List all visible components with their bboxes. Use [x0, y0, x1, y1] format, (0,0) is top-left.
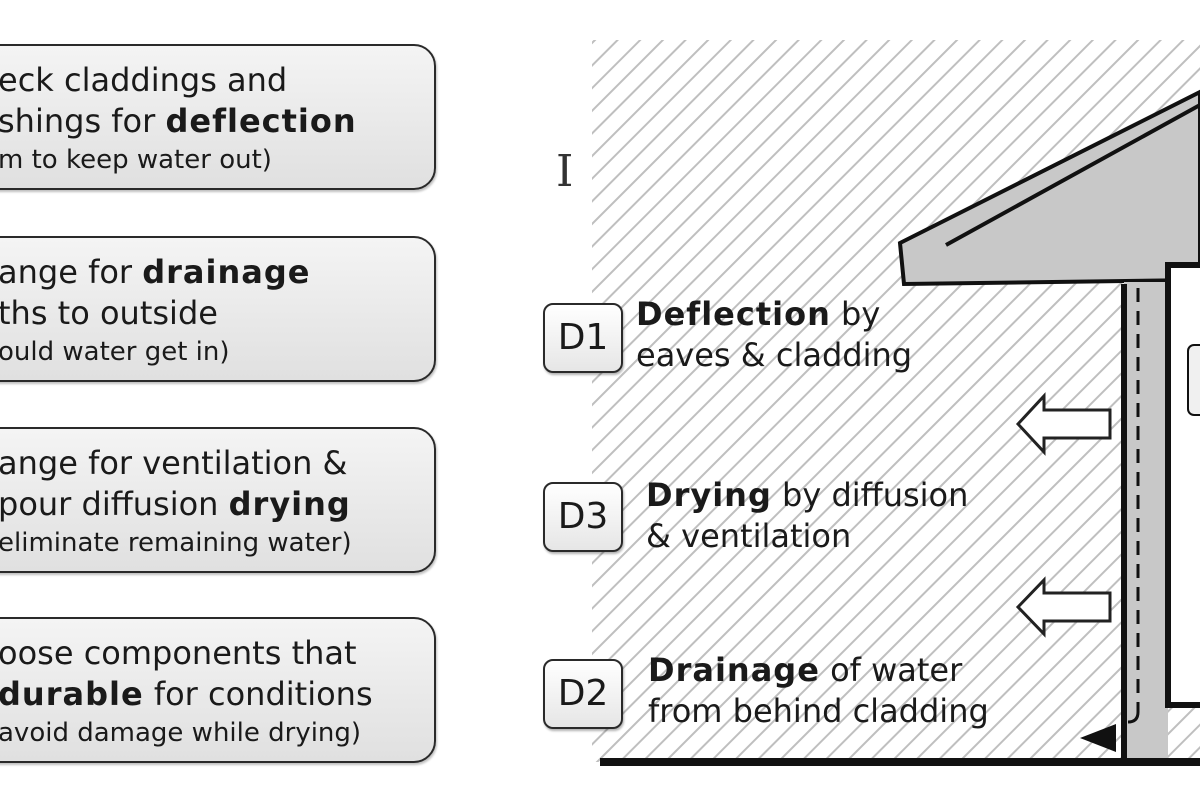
label-keyword: Deflection [636, 295, 831, 333]
step-box-drainage: ange for drainage ths to outside ould wa… [0, 236, 436, 382]
label-text: from behind cladding [648, 692, 989, 730]
step-note: m to keep water out) [0, 145, 272, 175]
step-text: ange for ventilation & [0, 444, 348, 482]
step-note: eliminate remaining water) [0, 528, 352, 558]
step-text: ths to outside [0, 294, 218, 332]
label-text: by diffusion [771, 476, 969, 514]
step-box-drying: ange for ventilation & pour diffusion dr… [0, 427, 436, 573]
badge-d1: D1 [543, 303, 623, 373]
interior-label-box [1187, 344, 1200, 416]
step-box-durability: oose components that durable for conditi… [0, 617, 436, 763]
ventilation-arrow-upper [1015, 392, 1112, 456]
label-text: of water [819, 651, 963, 689]
step-keyword: drainage [142, 253, 311, 291]
step-box-deflection: eck claddings and shings for deflection … [0, 44, 436, 190]
label-text: by [830, 295, 881, 333]
label-text: & ventilation [646, 517, 852, 555]
step-note: avoid damage while drying) [0, 718, 362, 748]
badge-d2: D2 [543, 659, 623, 729]
step-note: ould water get in) [0, 337, 230, 367]
label-text: eaves & cladding [636, 336, 913, 374]
cavity-bend [1127, 711, 1140, 724]
step-keyword: durable [0, 675, 144, 713]
step-text: for conditions [143, 675, 373, 713]
step-text: ange for [0, 253, 143, 291]
label-drainage: Drainage of water from behind cladding [648, 650, 989, 732]
ventilation-arrow-lower [1015, 576, 1112, 638]
label-deflection: Deflection by eaves & cladding [636, 294, 912, 376]
label-keyword: Drying [646, 476, 772, 514]
step-text: shings for [0, 102, 166, 140]
step-text: eck claddings and [0, 61, 288, 99]
wall-cladding [1124, 282, 1168, 762]
interior-frame [1165, 262, 1200, 708]
roof-edge [945, 103, 1200, 247]
step-text: oose components that [0, 634, 357, 672]
step-keyword: drying [228, 485, 351, 523]
step-keyword: deflection [165, 102, 357, 140]
badge-d3: D3 [543, 482, 623, 552]
label-keyword: Drainage [648, 651, 820, 689]
label-drying: Drying by diffusion & ventilation [646, 475, 968, 557]
drainage-arrow [1080, 724, 1116, 752]
step-text: pour diffusion [0, 485, 229, 523]
text-cursor-icon: I [556, 146, 574, 197]
